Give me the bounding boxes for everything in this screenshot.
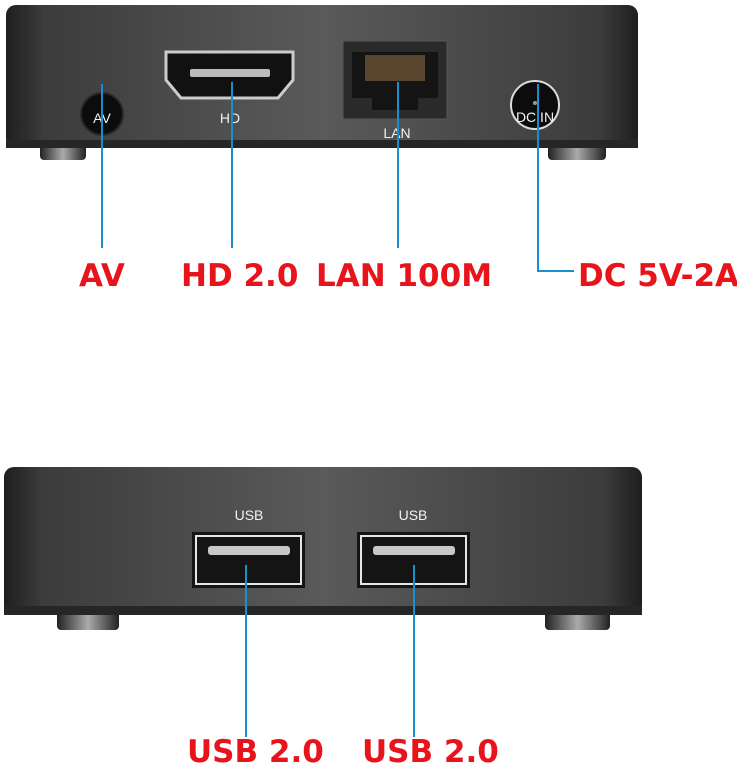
port-label-usb1: USB — [235, 507, 264, 523]
callout-hd: HD 2.0 — [181, 258, 298, 294]
port-label-hd: HD — [220, 110, 240, 126]
bottom-leader-lines — [245, 565, 415, 737]
usb-port-1 — [192, 532, 305, 588]
usb-port-2 — [357, 532, 470, 588]
top-leader-lines — [101, 82, 574, 272]
device-rear-panel: AV HD LAN DC IN — [6, 5, 638, 160]
callout-dc: DC 5V-2A — [578, 258, 737, 294]
port-label-usb2: USB — [399, 507, 428, 523]
callout-av: AV — [79, 258, 125, 294]
port-label-dc: DC IN — [516, 109, 554, 125]
device-body — [4, 467, 642, 615]
device-body — [6, 5, 638, 148]
callout-usb1: USB 2.0 — [187, 734, 324, 770]
callout-usb2: USB 2.0 — [362, 734, 499, 770]
callout-lan: LAN 100M — [316, 258, 492, 294]
device-side-panel: USB USB — [4, 467, 642, 630]
